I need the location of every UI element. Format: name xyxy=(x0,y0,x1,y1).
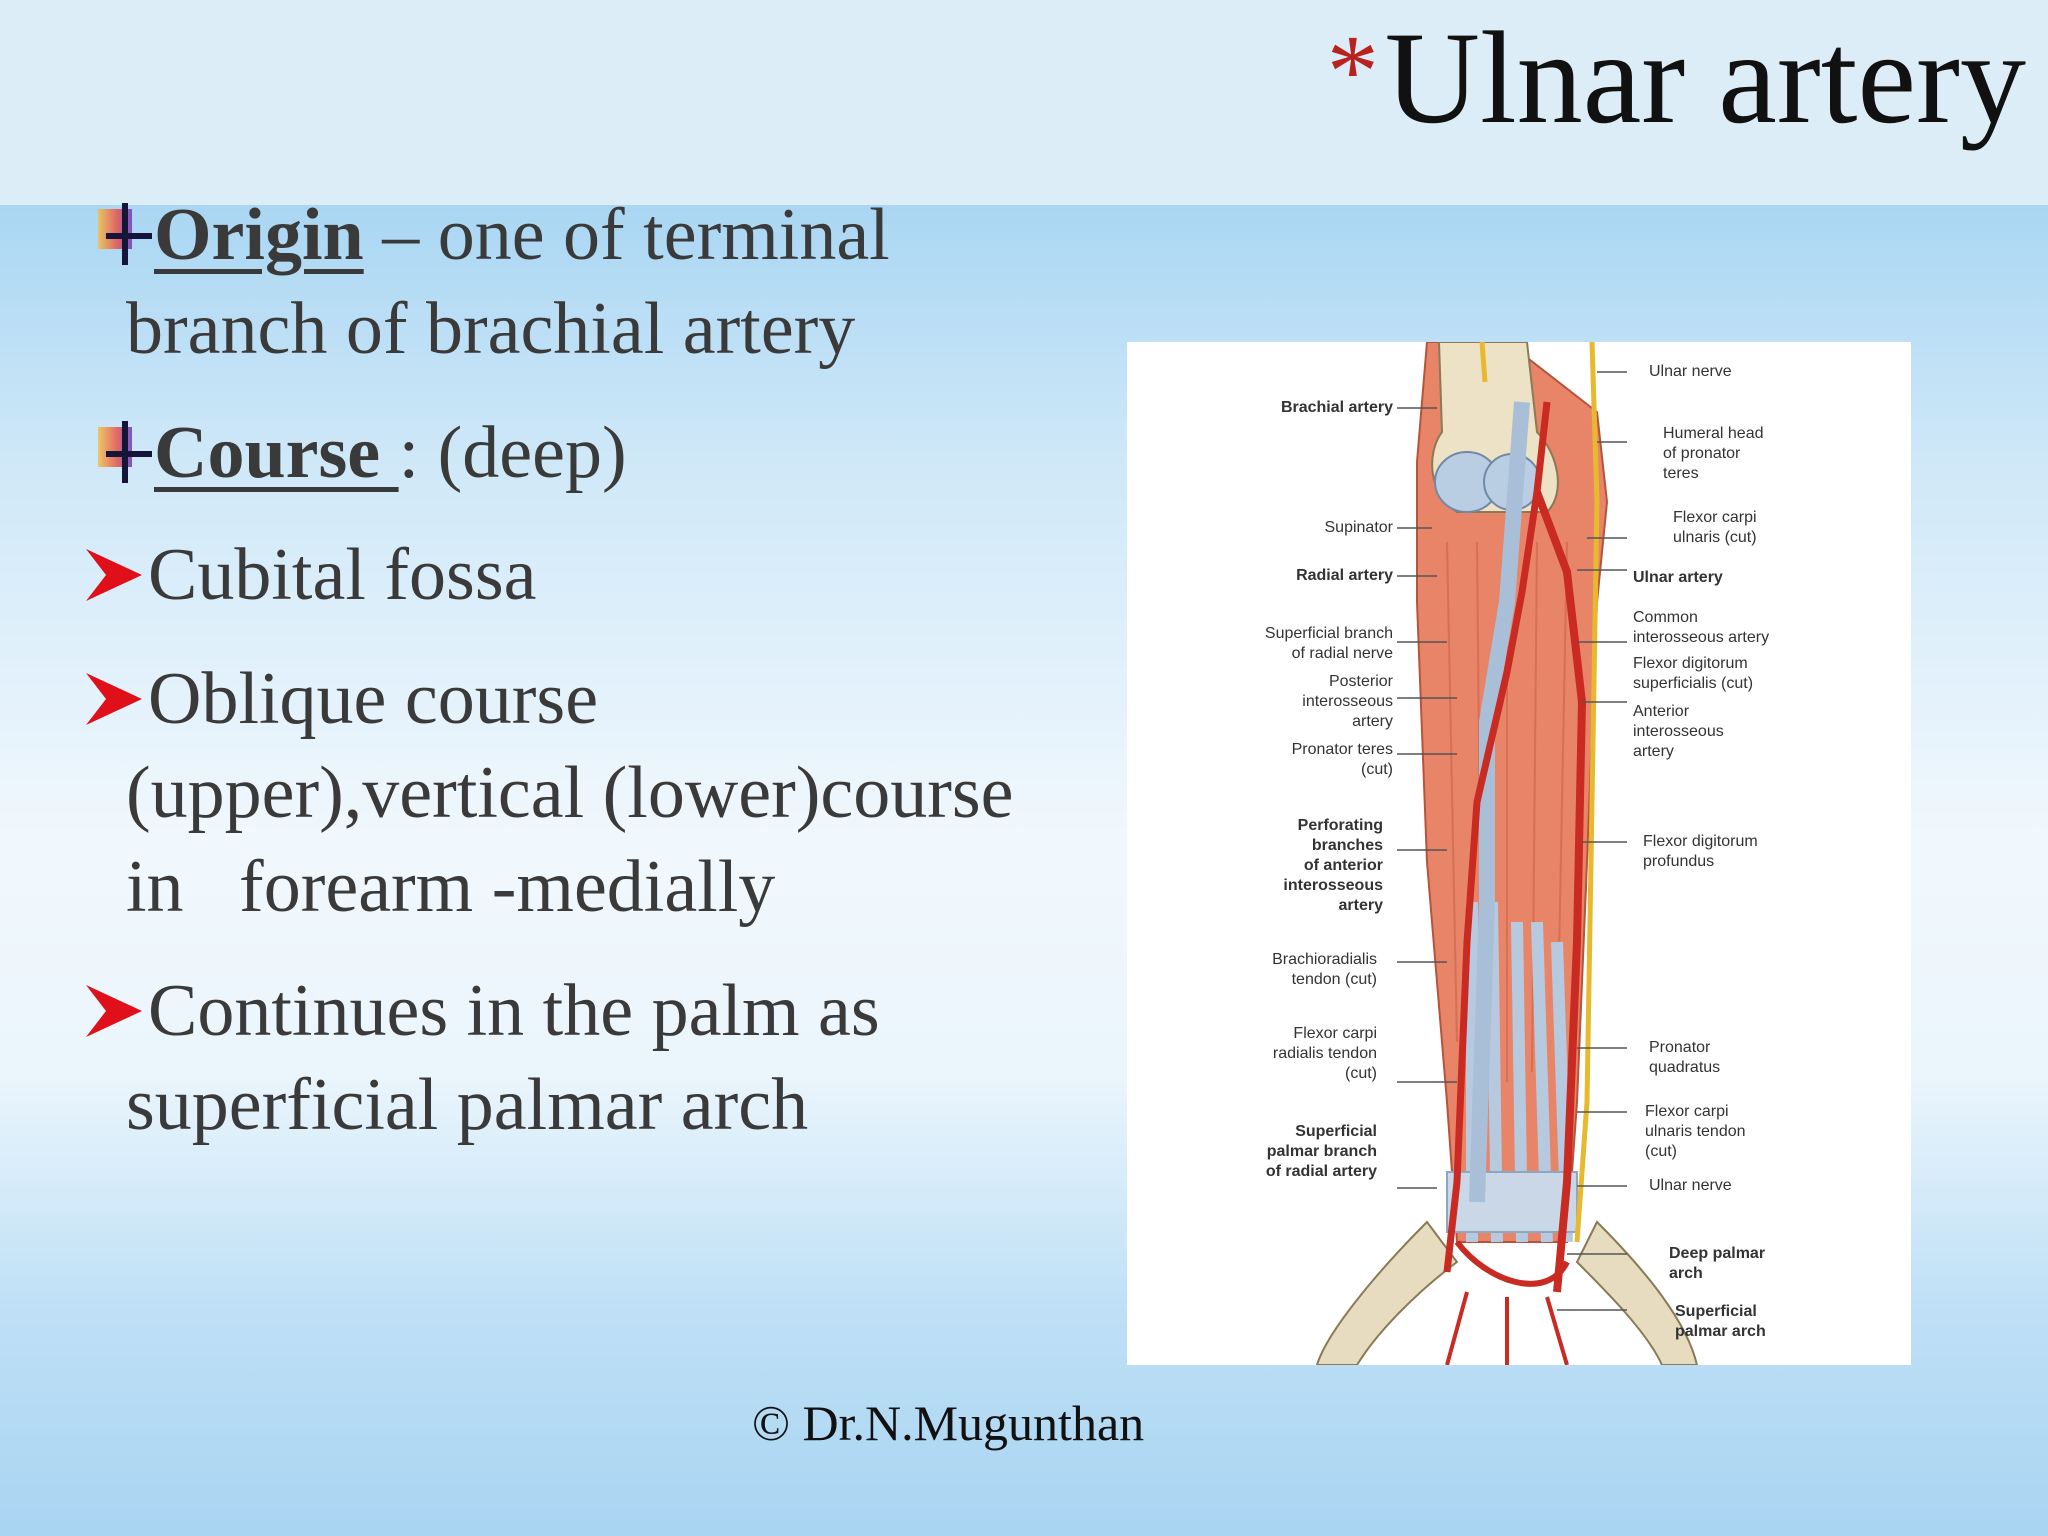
point-text-cont: in forearm -medially xyxy=(126,846,776,928)
label: Pronator xyxy=(1649,1039,1711,1056)
label: Brachioradialis xyxy=(1272,951,1377,968)
cross-bullet-icon xyxy=(84,197,154,267)
point-text: Continues in the palm as xyxy=(148,970,880,1052)
title-bar xyxy=(0,0,2048,205)
course-heading: Course xyxy=(154,412,399,494)
label: artery xyxy=(1352,713,1393,730)
label-ulnar-artery: Ulnar artery xyxy=(1633,569,1723,586)
copyright-text: © Dr.N.Mugunthan xyxy=(752,1395,1145,1451)
origin-text-cont: branch of brachial artery xyxy=(126,288,856,370)
label: (cut) xyxy=(1345,1065,1377,1082)
label: teres xyxy=(1663,465,1699,482)
label: Flexor digitorum xyxy=(1643,833,1758,850)
label: Flexor digitorum xyxy=(1633,655,1748,672)
point-item: Cubital fossa xyxy=(84,528,1104,622)
cross-bullet-icon xyxy=(84,415,154,485)
label: Posterior xyxy=(1329,673,1394,690)
label: superficialis (cut) xyxy=(1633,675,1753,692)
title-star: * xyxy=(1326,14,1379,129)
label: (cut) xyxy=(1361,761,1393,778)
label: Flexor carpi xyxy=(1673,509,1757,526)
label: Common xyxy=(1633,609,1698,626)
forearm-illustration: Brachial artery Supinator Radial artery … xyxy=(1265,342,1769,1365)
label: (cut) xyxy=(1645,1143,1677,1160)
label: Humeral head xyxy=(1663,425,1764,442)
point-item: Continues in the palm as superficial pal… xyxy=(84,964,1104,1152)
label: Ulnar nerve xyxy=(1649,1177,1732,1194)
label: profundus xyxy=(1643,853,1714,870)
label: artery xyxy=(1633,743,1674,760)
label-brachial-artery: Brachial artery xyxy=(1281,399,1393,416)
label-radial-artery: Radial artery xyxy=(1296,567,1393,584)
label: Deep palmar xyxy=(1669,1245,1765,1262)
label: tendon (cut) xyxy=(1292,971,1377,988)
label: of radial nerve xyxy=(1292,645,1393,662)
origin-item: Origin – one of terminal branch of brach… xyxy=(84,188,1104,376)
label: ulnaris tendon xyxy=(1645,1123,1746,1140)
point-item: Oblique course (upper),vertical (lower)c… xyxy=(84,652,1104,934)
course-text: : (deep) xyxy=(398,412,627,494)
label: interosseous xyxy=(1633,723,1724,740)
point-text-cont: superficial palmar arch xyxy=(126,1064,809,1146)
label: quadratus xyxy=(1649,1059,1720,1076)
label-ulnar-nerve: Ulnar nerve xyxy=(1649,363,1732,380)
point-text: Oblique course xyxy=(148,658,599,740)
origin-heading: Origin xyxy=(154,194,364,276)
label: interosseous xyxy=(1283,877,1383,894)
label: Flexor carpi xyxy=(1645,1103,1729,1120)
course-item: Course : (deep) xyxy=(84,406,1104,500)
label: Flexor carpi xyxy=(1293,1025,1377,1042)
label: ulnaris (cut) xyxy=(1673,529,1757,546)
label: arch xyxy=(1669,1265,1703,1282)
title-text: Ulnar artery xyxy=(1384,4,2026,151)
label: Superficial xyxy=(1295,1123,1377,1140)
label: of pronator xyxy=(1663,445,1741,462)
label: Superficial branch xyxy=(1265,625,1393,642)
arrow-bullet-icon xyxy=(84,964,148,1058)
label: interosseous xyxy=(1302,693,1393,710)
arrow-bullet-icon xyxy=(84,652,148,746)
label: Superficial xyxy=(1675,1303,1757,1320)
label: interosseous artery xyxy=(1633,629,1769,646)
slide-title: *Ulnar artery xyxy=(1327,2,2026,154)
anatomy-figure: Brachial artery Supinator Radial artery … xyxy=(1127,342,1911,1365)
label: of radial artery xyxy=(1266,1163,1377,1180)
label: Pronator teres xyxy=(1292,741,1393,758)
origin-text: – one of terminal xyxy=(363,194,890,276)
slide-content: Origin – one of terminal branch of brach… xyxy=(84,188,1104,1152)
label: radialis tendon xyxy=(1273,1045,1377,1062)
label-supinator: Supinator xyxy=(1325,519,1394,536)
label: artery xyxy=(1339,897,1384,914)
point-text-cont: (upper),vertical (lower)course xyxy=(126,752,1014,834)
arrow-bullet-icon xyxy=(84,528,148,622)
label: palmar arch xyxy=(1675,1323,1766,1340)
label: of anterior xyxy=(1304,857,1383,874)
label: branches xyxy=(1312,837,1383,854)
point-text: Cubital fossa xyxy=(148,534,537,616)
label: Perforating xyxy=(1298,817,1383,834)
label: palmar branch xyxy=(1267,1143,1377,1160)
label: Anterior xyxy=(1633,703,1690,720)
